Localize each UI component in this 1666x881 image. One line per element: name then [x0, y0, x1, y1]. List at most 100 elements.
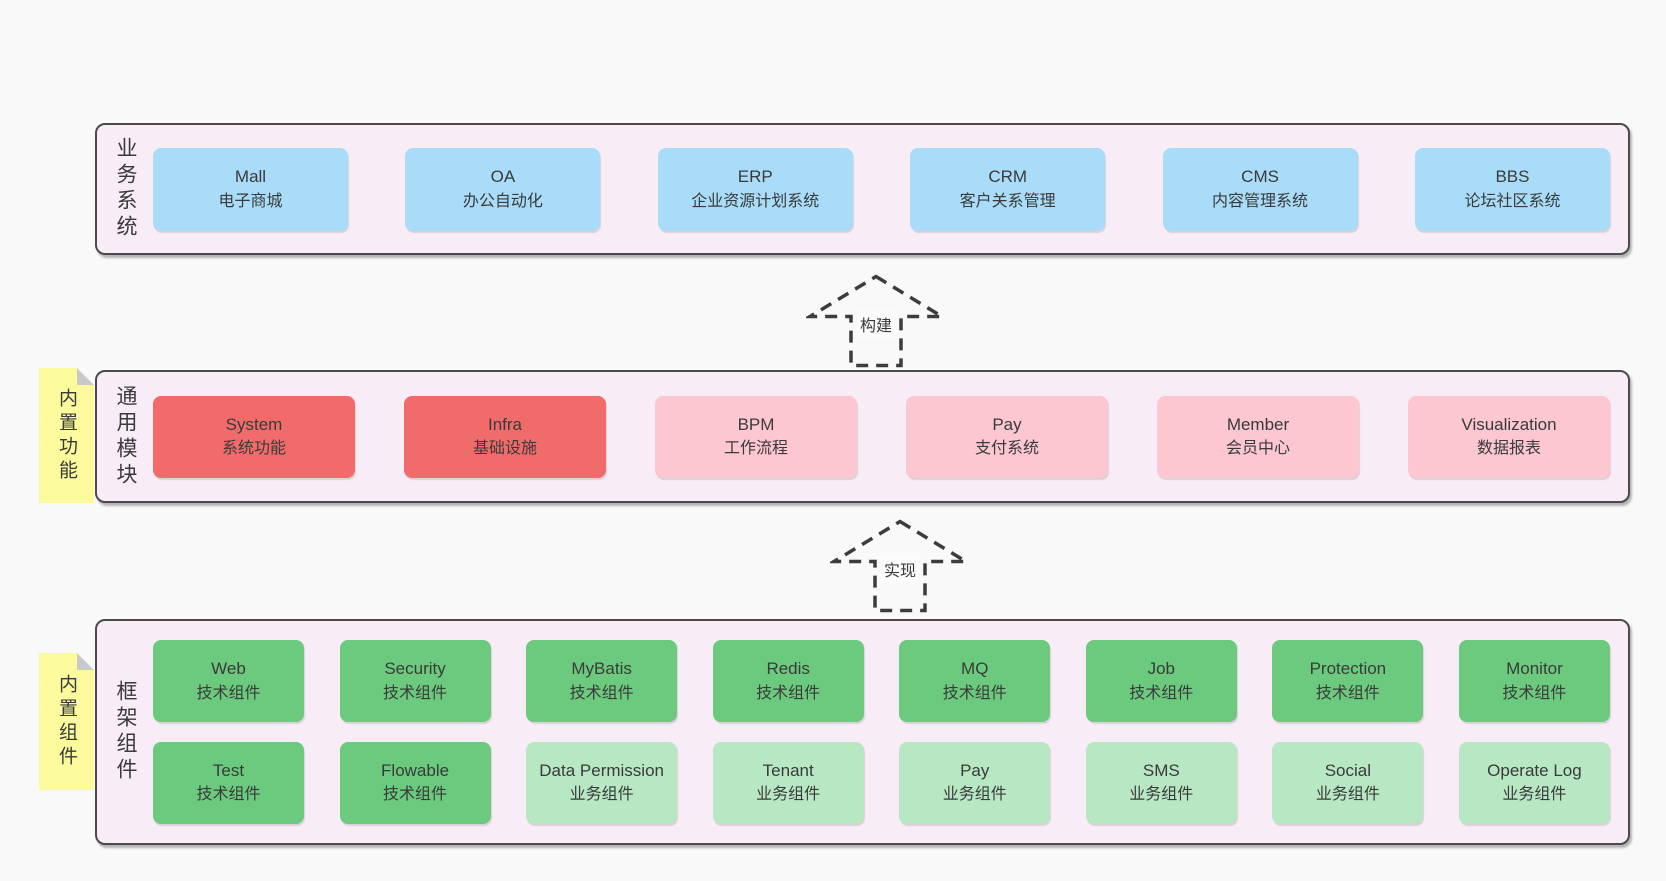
- module-name-en: Pay: [960, 760, 990, 780]
- module-name-zh: 业务组件: [942, 786, 1007, 804]
- module-name-zh: 业务组件: [1502, 786, 1567, 804]
- module-name-en: Pay: [992, 414, 1022, 434]
- module-box-job: Job 技术组件: [1085, 640, 1237, 723]
- module-box-cms: CMS 内容管理系统: [1162, 147, 1358, 231]
- module-name-zh: 业务组件: [569, 786, 634, 804]
- module-name-en: Redis: [766, 659, 810, 679]
- module-box-monitor: Monitor 技术组件: [1458, 640, 1610, 723]
- module-name-zh: 系统功能: [221, 440, 286, 458]
- module-name-en: ERP: [737, 167, 773, 187]
- module-box-data-permission: Data Permission 业务组件: [526, 741, 678, 824]
- module-name-zh: 技术组件: [196, 685, 261, 703]
- sticky-tab-label: 内置功能: [56, 387, 77, 484]
- module-name-zh: 业务组件: [756, 786, 821, 804]
- module-box-protection: Protection 技术组件: [1272, 640, 1424, 723]
- folded-corner-icon: [77, 653, 94, 670]
- module-box-sms: SMS 业务组件: [1085, 741, 1237, 824]
- module-name-zh: 会员中心: [1225, 440, 1290, 458]
- module-name-en: BPM: [737, 414, 775, 434]
- module-name-en: CRM: [988, 167, 1028, 187]
- module-name-zh: 业务组件: [1129, 786, 1194, 804]
- module-name-en: Flowable: [381, 760, 450, 780]
- module-name-zh: 技术组件: [569, 685, 634, 703]
- module-box-test: Test 技术组件: [153, 741, 304, 824]
- module-name-zh: 技术组件: [942, 685, 1007, 703]
- module-name-en: OA: [490, 167, 516, 187]
- module-box-security: Security 技术组件: [339, 640, 491, 723]
- arrow-label-implement: 实现: [880, 555, 920, 583]
- sticky-tab-builtin-features: 内置功能: [39, 368, 94, 503]
- module-name-zh: 基础设施: [472, 440, 537, 458]
- module-box-bpm: BPM 工作流程: [655, 395, 857, 478]
- tier-label-common-modules: 通用模块: [114, 384, 137, 489]
- module-name-en: SMS: [1142, 760, 1180, 780]
- module-box-crm: CRM 客户关系管理: [910, 147, 1106, 231]
- module-name-zh: 业务组件: [1315, 786, 1380, 804]
- module-name-en: Infra: [487, 414, 523, 434]
- sticky-tab-label: 内置组件: [56, 673, 77, 770]
- module-name-zh: 技术组件: [196, 786, 261, 804]
- folded-corner-icon: [77, 368, 94, 385]
- module-box-mq: MQ 技术组件: [899, 640, 1051, 723]
- up-arrow-icon: [806, 274, 946, 368]
- module-name-zh: 技术组件: [1315, 685, 1380, 703]
- module-name-en: Monitor: [1506, 659, 1563, 679]
- module-name-en: Social: [1324, 760, 1372, 780]
- module-name-zh: 论坛社区系统: [1464, 192, 1561, 210]
- module-name-en: Mall: [234, 167, 267, 187]
- dashed-up-arrow-build: 构建: [806, 272, 946, 369]
- module-box-tenant: Tenant 业务组件: [712, 741, 864, 824]
- module-box-infra: Infra 基础设施: [404, 395, 606, 478]
- common-modules-panel: 通用模块 System 系统功能 Infra 基础设施 BPM 工作流程 Pay 支付系统 Me…: [95, 370, 1630, 503]
- module-name-zh: 技术组件: [1129, 685, 1194, 703]
- module-name-en: Operate Log: [1487, 760, 1582, 780]
- sticky-tab-builtin-components: 内置组件: [39, 653, 94, 790]
- up-arrow-icon: [830, 519, 970, 613]
- module-name-zh: 工作流程: [723, 440, 788, 458]
- arrow-label-build: 构建: [856, 310, 896, 338]
- module-name-zh: 办公自动化: [462, 192, 543, 210]
- tier-label-business-systems: 业务系统: [114, 137, 137, 241]
- module-name-en: MQ: [961, 659, 989, 679]
- module-name-en: Web: [211, 659, 246, 679]
- module-name-en: Protection: [1309, 659, 1387, 679]
- module-name-zh: 支付系统: [974, 440, 1039, 458]
- module-name-en: Data Permission: [539, 760, 664, 780]
- module-box-social: Social 业务组件: [1272, 741, 1424, 824]
- module-box-mall: Mall 电子商城: [153, 147, 348, 231]
- module-box-system: System 系统功能: [153, 395, 355, 478]
- dashed-up-arrow-implement: 实现: [830, 517, 970, 614]
- module-name-zh: 内容管理系统: [1212, 192, 1309, 210]
- module-name-en: MyBatis: [571, 659, 632, 679]
- module-name-zh: 技术组件: [383, 685, 448, 703]
- module-box-visualization: Visualization 数据报表: [1408, 395, 1610, 478]
- module-name-en: Job: [1147, 659, 1176, 679]
- module-name-zh: 技术组件: [1502, 685, 1567, 703]
- module-name-zh: 客户关系管理: [959, 192, 1056, 210]
- module-name-zh: 电子商城: [218, 192, 283, 210]
- module-name-en: CMS: [1241, 167, 1279, 187]
- module-box-oa: OA 办公自动化: [405, 147, 601, 231]
- module-name-en: Visualization: [1461, 414, 1557, 434]
- module-name-en: Test: [212, 760, 245, 780]
- module-box-pay: Pay 业务组件: [899, 741, 1051, 824]
- module-name-en: Tenant: [762, 760, 814, 780]
- module-name-zh: 数据报表: [1476, 440, 1541, 458]
- module-name-en: Security: [384, 659, 446, 679]
- module-box-operate-log: Operate Log 业务组件: [1458, 741, 1610, 824]
- module-box-web: Web 技术组件: [153, 640, 304, 723]
- module-name-en: System: [225, 414, 283, 434]
